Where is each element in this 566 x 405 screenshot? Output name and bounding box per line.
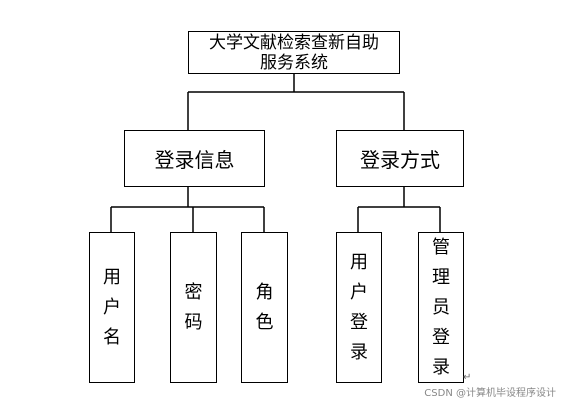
leaf-char: 登 — [432, 326, 450, 348]
leaf-char: 管 — [432, 236, 450, 258]
login-method-node: 登录方式 — [336, 130, 464, 187]
leaf-username: 用户名 — [89, 232, 135, 383]
leaf-char: 密 — [184, 281, 203, 303]
leaf-char: 录 — [432, 356, 450, 378]
leaf-admin-login-label: 管理员登录 — [432, 233, 450, 383]
leaf-user-login: 用户登录 — [336, 232, 382, 383]
leaf-char: 录 — [350, 341, 368, 363]
leaf-role-label: 角色 — [256, 278, 274, 338]
leaf-char: 用 — [103, 266, 121, 288]
leaf-char: 理 — [432, 266, 450, 288]
leaf-role-text: 角色 — [256, 278, 274, 338]
leaf-char: 用 — [350, 251, 368, 273]
watermark: CSDN @计算机毕设程序设计 — [424, 388, 556, 399]
login-info-label: 登录信息 — [154, 148, 235, 172]
leaf-char: 户 — [350, 281, 368, 303]
login-method-label: 登录方式 — [360, 148, 440, 172]
leaf-char: 登 — [350, 311, 368, 333]
leaf-username-label: 用户名 — [103, 263, 121, 353]
leaf-username-text: 用户名 — [103, 263, 121, 353]
leaf-char: 户 — [103, 296, 121, 318]
leaf-user-login-label: 用户登录 — [350, 248, 368, 368]
root-node: 大学文献检索查新自助 服务系统 — [188, 31, 400, 74]
leaf-char: 名 — [103, 326, 121, 348]
leaf-char: 员 — [432, 296, 450, 318]
leaf-admin-login-text: 管理员登录 — [432, 233, 450, 383]
leaf-password: 密码 — [170, 232, 217, 383]
root-title-line1: 大学文献检索查新自助 — [209, 32, 379, 53]
return-mark-icon: ↵ — [463, 372, 472, 383]
leaf-user-login-text: 用户登录 — [350, 248, 368, 368]
leaf-char: 码 — [184, 311, 203, 333]
leaf-role: 角色 — [241, 232, 288, 383]
leaf-char: 色 — [255, 311, 274, 333]
login-info-node: 登录信息 — [124, 130, 265, 187]
leaf-admin-login: 管理员登录 — [418, 232, 464, 383]
leaf-password-text: 密码 — [185, 278, 203, 338]
leaf-char: 角 — [255, 281, 274, 303]
root-title-line2: 服务系统 — [260, 52, 328, 73]
leaf-password-label: 密码 — [185, 278, 203, 338]
